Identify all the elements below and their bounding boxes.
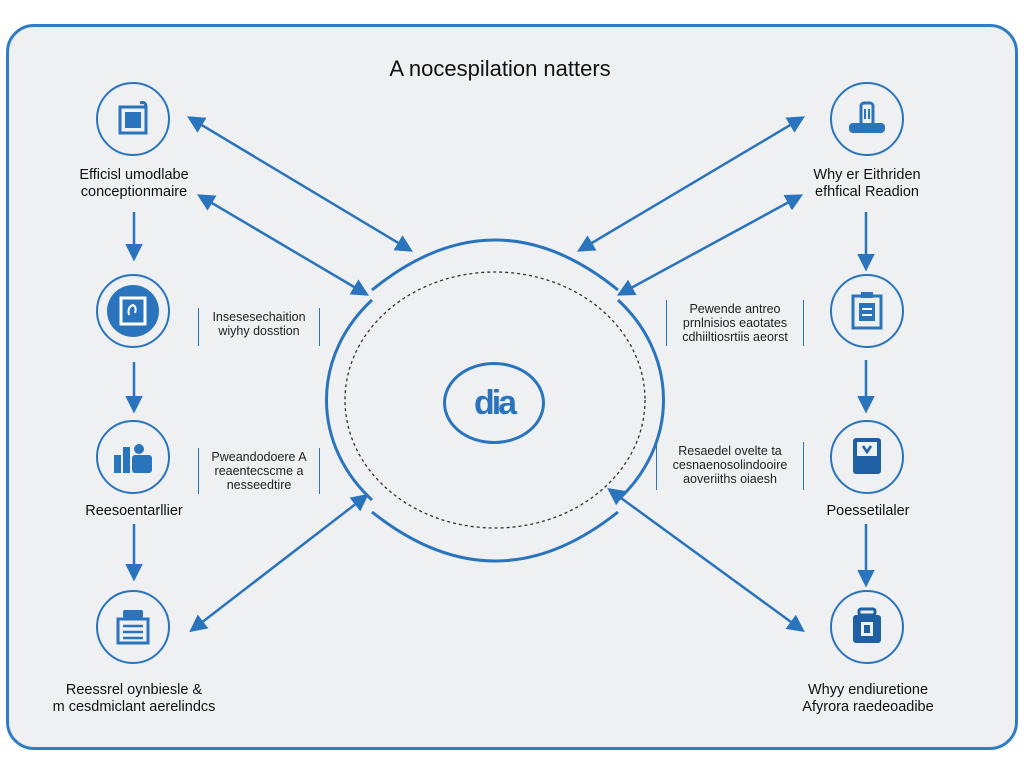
server-icon xyxy=(116,610,150,645)
diag-arrow-tr-2 xyxy=(616,194,804,296)
diag-arrow-tr-1 xyxy=(576,116,806,252)
chart-person-icon xyxy=(114,444,152,473)
diag-arrow-tl-1 xyxy=(186,116,414,252)
molecule-icon: dia xyxy=(473,383,517,422)
clipboard-icon xyxy=(851,292,883,330)
right-bracket-note-2-line-1: Resaedel ovelte ta xyxy=(678,444,782,458)
hub-outer-ring-top xyxy=(371,238,619,292)
diag-arrow-br-1 xyxy=(607,487,805,633)
left-node-4-label-line-2: m cesdmiclant aerelindcs xyxy=(52,699,216,715)
hub-outer-ring-left xyxy=(324,298,374,502)
center-hub[interactable]: dia xyxy=(443,362,545,444)
left-node-3-label-line-1: Reesoentarllier xyxy=(85,503,183,519)
left-node-4[interactable] xyxy=(96,590,170,664)
right-bracket-note-1: Pewende antreo prnlnisios eaotates cdhii… xyxy=(666,300,804,346)
document-icon xyxy=(118,101,148,135)
right-node-1[interactable] xyxy=(830,82,904,156)
left-bracket-note-2-line-3: nesseedtire xyxy=(226,478,292,492)
right-bracket-note-2-line-3: aoveriiths oiaesh xyxy=(683,472,777,486)
right-node-1-label-line-2: efhfical Readion xyxy=(815,184,919,200)
right-node-1-label-line-1: Why er Eithriden xyxy=(813,167,921,183)
right-bracket-note-2: Resaedel ovelte ta cesnaenosolindooire a… xyxy=(656,442,804,490)
right-node-4-label-line-2: Afyrora raedeoadibe xyxy=(802,699,934,715)
right-node-4[interactable] xyxy=(830,590,904,664)
left-node-1[interactable] xyxy=(96,82,170,156)
right-bracket-note-1-line-2: prnlnisios eaotates xyxy=(682,316,788,330)
frame-icon xyxy=(107,285,159,337)
lab-tool-icon xyxy=(849,101,885,133)
left-bracket-note-2-line-1: Pweandodoere A xyxy=(211,450,307,464)
book-icon xyxy=(853,438,881,474)
hub-dashed-ring xyxy=(344,271,646,529)
left-bracket-note-2: Pweandodoere A reaentecscme a nesseedtir… xyxy=(198,448,320,494)
left-bracket-note-1: Insesesechaition wiyhy dosstion xyxy=(198,308,320,346)
right-bracket-note-2-line-2: cesnaenosolindooire xyxy=(672,458,788,472)
diagram-title: A nocespilation natters xyxy=(389,56,611,81)
left-node-1-label-line-1: Efficisl umodlabe xyxy=(79,167,189,183)
diag-arrow-tl-2 xyxy=(196,194,370,296)
left-bracket-note-1-line-1: Insesesechaition xyxy=(212,310,306,324)
briefcase-icon xyxy=(853,607,881,643)
right-node-3-label: Poessetilaler xyxy=(806,503,930,520)
left-node-1-label: Efficisl umodlabe conceptionmaire xyxy=(56,167,212,201)
right-node-3-label-line-1: Poessetilaler xyxy=(826,503,910,519)
left-node-4-label-line-1: Reessrel oynbiesle & xyxy=(65,682,203,698)
left-node-1-label-line-2: conceptionmaire xyxy=(80,184,188,200)
left-node-2[interactable] xyxy=(96,274,170,348)
left-bracket-note-1-line-2: wiyhy dosstion xyxy=(218,324,300,338)
right-node-2[interactable] xyxy=(830,274,904,348)
hub-outer-ring-right xyxy=(616,298,666,502)
hub-outer-ring-bottom xyxy=(371,510,619,563)
right-node-3[interactable] xyxy=(830,420,904,494)
right-node-4-label-line-1: Whyy endiuretione xyxy=(807,682,929,698)
left-node-3-label: Reesoentarllier xyxy=(66,503,202,520)
left-node-4-label: Reessrel oynbiesle & m cesdmiclant aerel… xyxy=(46,682,222,716)
right-node-4-label: Whyy endiuretione Afyrora raedeoadibe xyxy=(780,682,956,716)
left-node-3[interactable] xyxy=(96,420,170,494)
diag-arrow-bl-1 xyxy=(189,493,369,633)
left-bracket-note-2-line-2: reaentecscme a xyxy=(214,464,304,478)
right-node-1-label: Why er Eithriden efhfical Readion xyxy=(792,167,942,201)
right-bracket-note-1-line-3: cdhiiltiosrtiis aeorst xyxy=(682,330,788,344)
right-bracket-note-1-line-1: Pewende antreo xyxy=(689,302,781,316)
